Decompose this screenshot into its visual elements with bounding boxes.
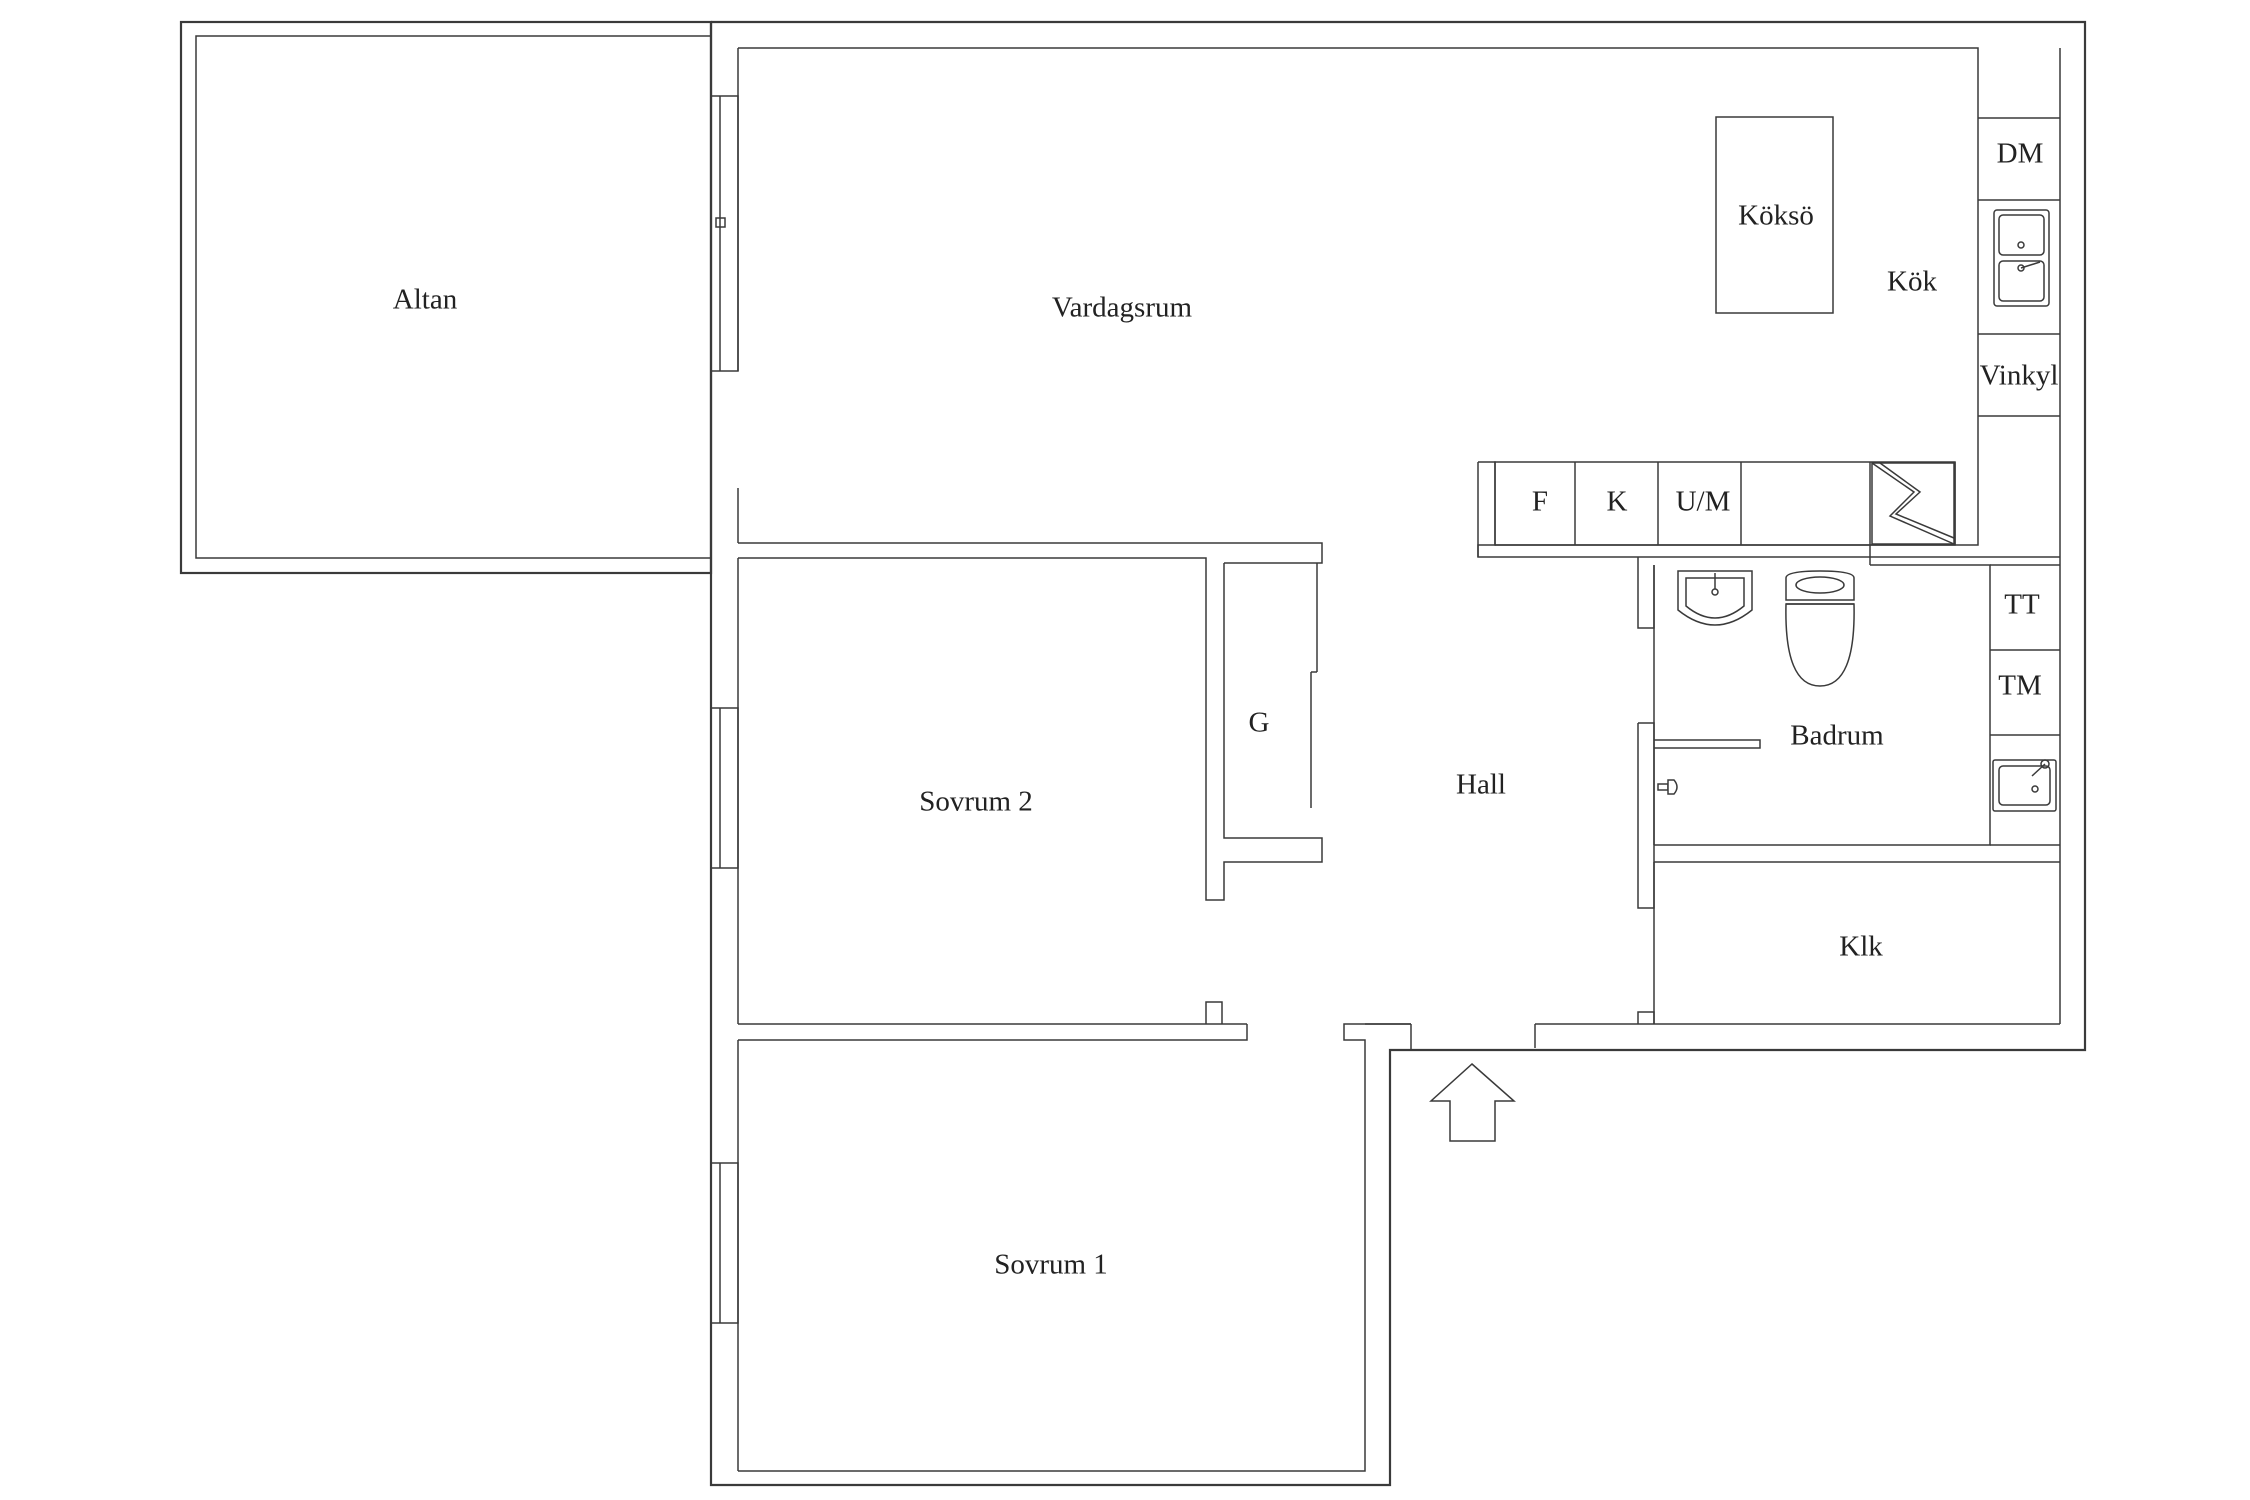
- label-tm: TM: [1998, 670, 2042, 702]
- label-f: F: [1532, 486, 1548, 518]
- badrum-walls: [1637, 557, 2060, 909]
- toilet-icon: [1785, 570, 1855, 687]
- kitchen-east-column: [1978, 117, 2060, 417]
- sovrum1-walls: [711, 1023, 1411, 1486]
- shower-head-icon: [1657, 779, 1678, 795]
- label-vardagsrum: Vardagsrum: [1052, 292, 1193, 324]
- label-vinkyl: Vinkyl: [1980, 360, 2059, 392]
- label-um: U/M: [1676, 486, 1731, 518]
- klk-walls: [1534, 861, 2060, 1048]
- label-badrum: Badrum: [1790, 720, 1884, 752]
- entrance-arrow-icon: [1429, 1062, 1516, 1142]
- garderob-walls: [1223, 563, 1323, 854]
- double-sink-icon: [1993, 209, 2050, 307]
- kitchen-counter: [1477, 461, 2060, 558]
- label-tt: TT: [2004, 589, 2040, 621]
- label-klk: Klk: [1839, 931, 1883, 963]
- label-sovrum1: Sovrum 1: [994, 1249, 1108, 1281]
- label-kok: Kök: [1887, 266, 1937, 298]
- label-sovrum2: Sovrum 2: [919, 786, 1033, 818]
- label-k: K: [1607, 486, 1628, 518]
- label-g: G: [1249, 707, 1270, 739]
- label-dm: DM: [1997, 138, 2044, 170]
- outer-walls: [709, 20, 2087, 1487]
- label-altan: Altan: [393, 284, 458, 316]
- kitchen-island: [1715, 116, 1834, 314]
- label-koksoe: Köksö: [1738, 200, 1814, 232]
- west-windows: [710, 95, 739, 1324]
- wash-basin-icon: [1677, 570, 1753, 626]
- stove-icon: [1871, 462, 1955, 545]
- utility-sink-icon: [1992, 759, 2057, 812]
- sovrum2-walls: [737, 542, 1323, 1041]
- label-hall: Hall: [1456, 769, 1506, 801]
